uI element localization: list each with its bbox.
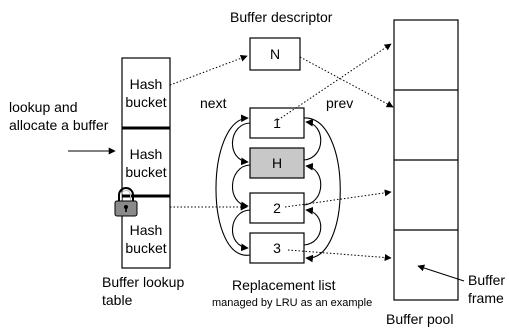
hash-bucket-2-line1: Hash (130, 146, 163, 162)
next-links (215, 114, 251, 256)
dotted-pointers (169, 43, 394, 262)
descriptor-n-label: N (270, 46, 280, 62)
list-node-3-label: 3 (273, 240, 281, 256)
lock-icon (114, 187, 138, 217)
buffer-descriptor-title: Buffer descriptor (230, 9, 333, 25)
buffer-frame-label-line1: Buffer (468, 272, 505, 288)
prev-links (303, 117, 341, 263)
hash-bucket-3-line1: Hash (130, 222, 163, 238)
buffer-lookup-label-line1: Buffer lookup (102, 274, 184, 290)
lookup-label-line1: lookup and (9, 99, 78, 115)
buffer-pool (393, 19, 459, 301)
buffer-lookup-label-line2: table (102, 292, 133, 308)
list-node-head-label: H (272, 155, 282, 171)
list-node-head (249, 147, 305, 179)
descriptor-n-box (249, 37, 301, 71)
managed-by-label: managed by LRU as an example (212, 297, 372, 309)
next-label: next (200, 95, 227, 111)
hash-bucket-2-line2: bucket (125, 164, 166, 180)
list-node-2-label: 2 (273, 200, 281, 216)
buffer-lookup-table: Hash bucket Hash bucket Hash bucket (121, 57, 171, 269)
buffer-frame-label-line2: frame (468, 290, 504, 306)
buffer-frame-arrow (417, 264, 465, 282)
hash-bucket-3-line2: bucket (125, 240, 166, 256)
lookup-table-frame (121, 57, 171, 269)
list-node-1-label: 1 (273, 115, 281, 131)
buffer-pool-label: Buffer pool (386, 311, 453, 327)
list-node-2 (249, 192, 305, 224)
lookup-label-line2: allocate a buffer (9, 117, 109, 133)
prev-label: prev (326, 95, 353, 111)
hash-bucket-1-line1: Hash (130, 76, 163, 92)
replacement-list-label: Replacement list (232, 277, 336, 293)
hash-bucket-1-line2: bucket (125, 94, 166, 110)
list-node-3 (249, 232, 305, 264)
